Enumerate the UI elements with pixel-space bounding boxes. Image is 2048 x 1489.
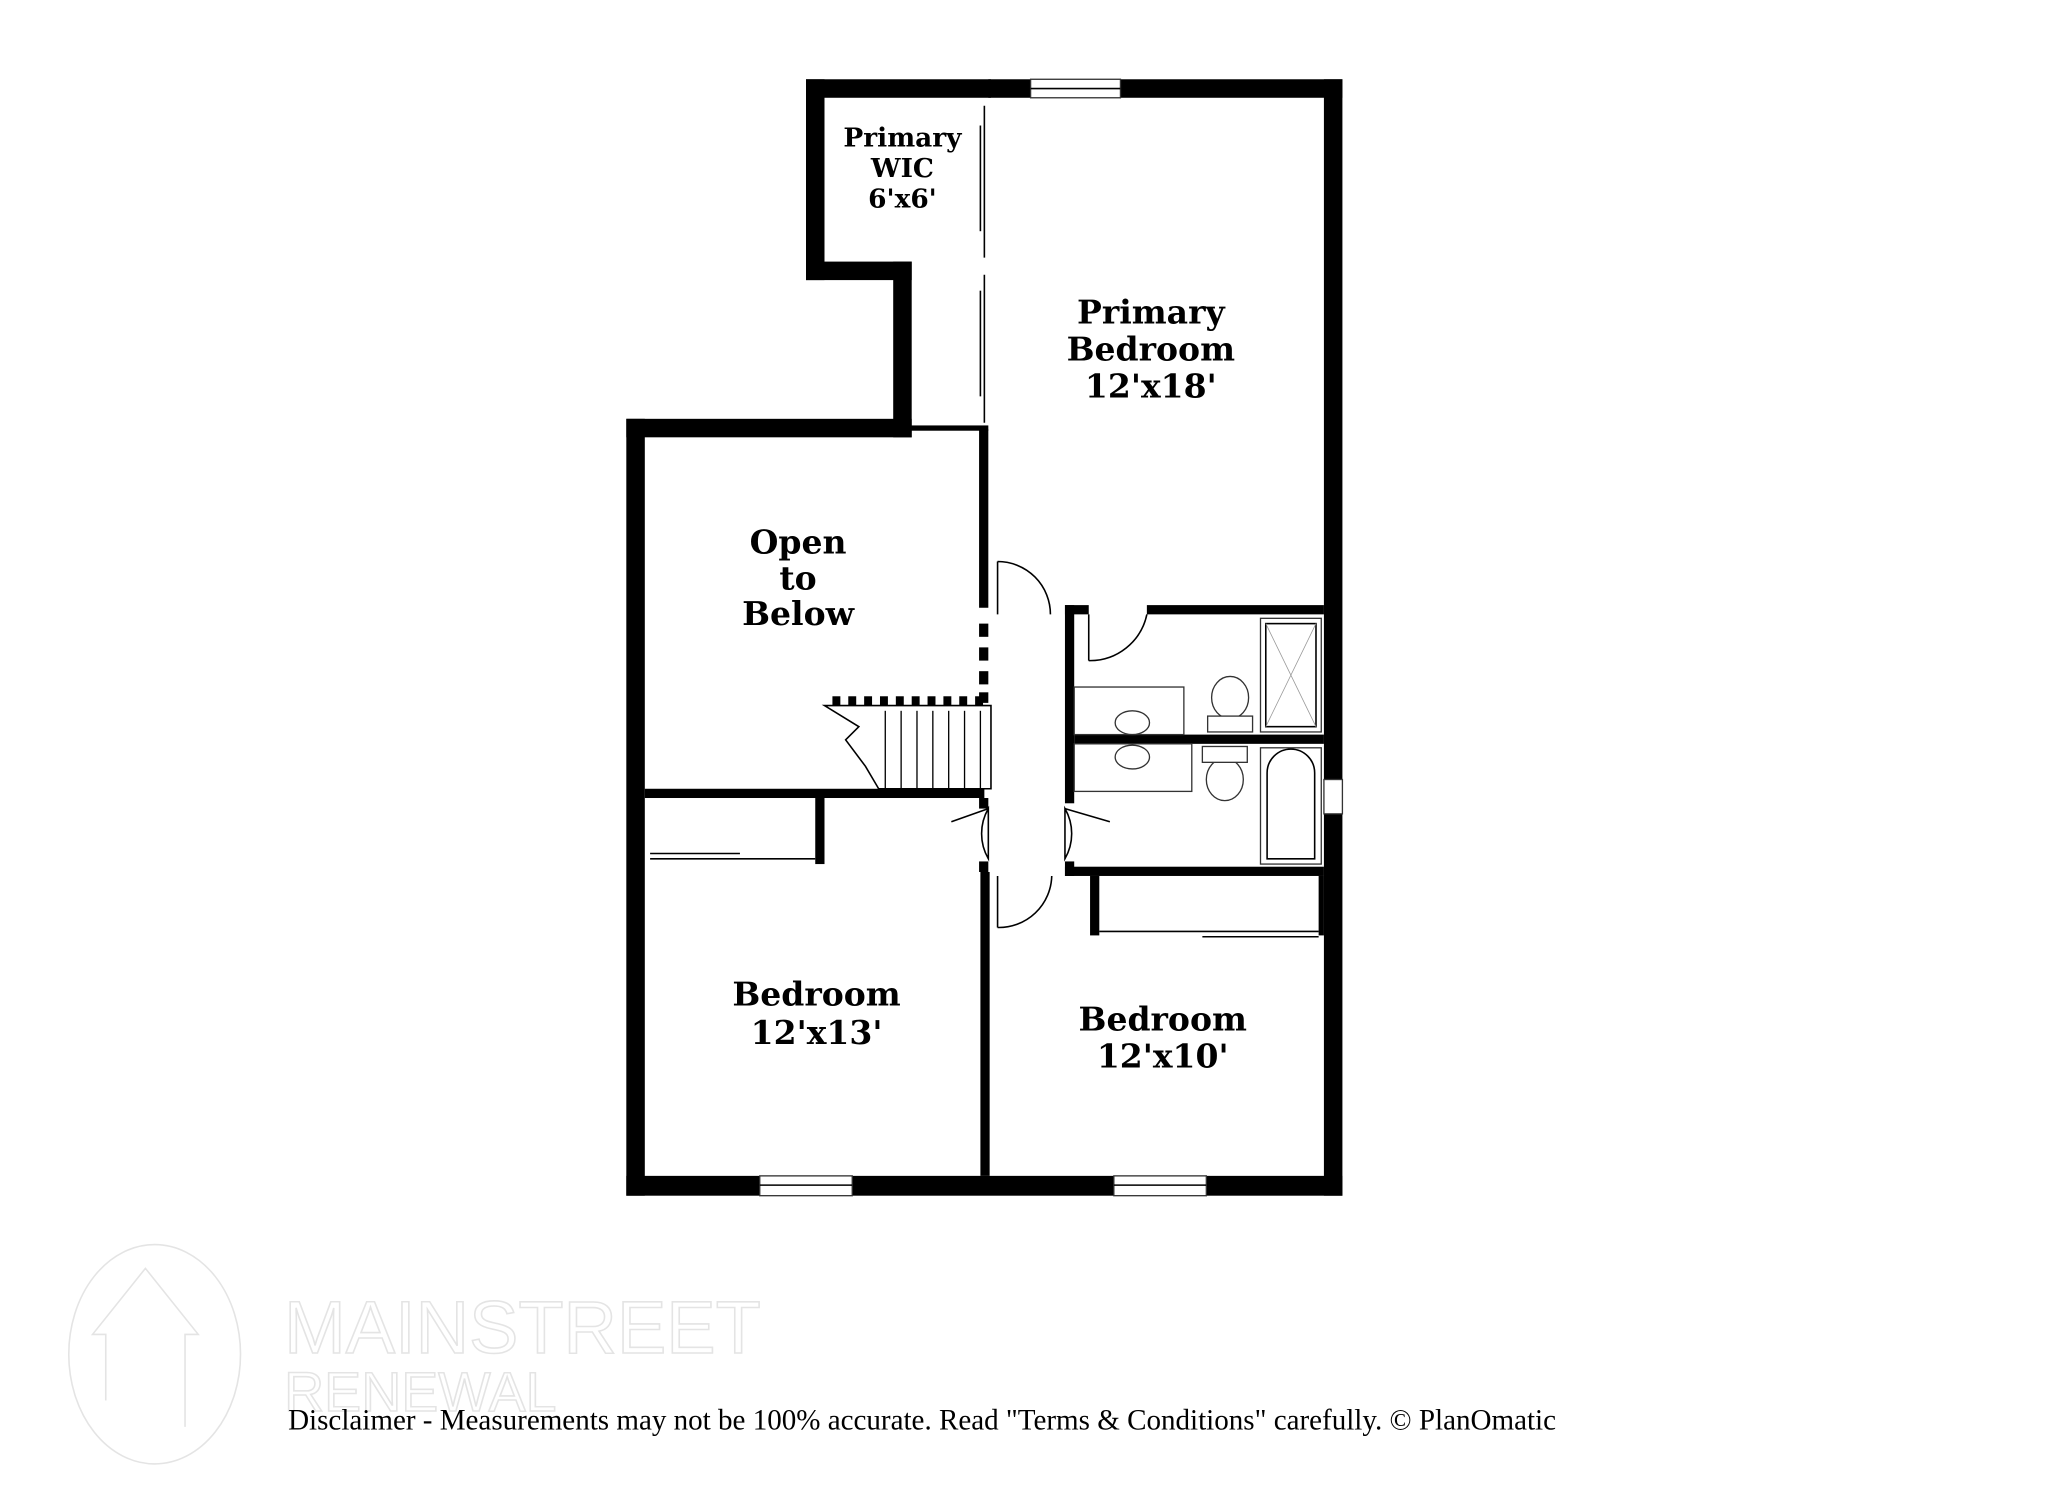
bedroom-2-name: Bedroom <box>732 974 900 1013</box>
wic-name-line2: WIC <box>870 153 934 184</box>
open-line2: to <box>779 558 816 597</box>
room-label-bedroom-3: Bedroom 12'x10' <box>1079 1000 1247 1076</box>
stair-railing-post <box>959 696 968 706</box>
windows <box>759 78 1344 1197</box>
stair-railing-post <box>911 696 920 706</box>
bedroom-2-size: 12'x13' <box>751 1013 883 1052</box>
stair-railing-post <box>943 696 952 706</box>
stair-railing-post <box>864 696 873 706</box>
doors-and-closets <box>650 105 1319 938</box>
room-label-open-to-below: Open to Below <box>742 523 855 633</box>
room-label-bedroom-2: Bedroom 12'x13' <box>732 974 900 1051</box>
stair-railing-post <box>927 696 936 706</box>
room-label-wic: Primary WIC 6'x6' <box>843 123 962 215</box>
watermark-line2: RENEWAL <box>284 1361 556 1423</box>
bath-fixtures <box>1073 617 1322 865</box>
stair-railing-post <box>975 696 984 706</box>
wic-size: 6'x6' <box>868 183 937 214</box>
watermark-line1: MAINSTREET <box>284 1286 761 1369</box>
bedroom-3-size: 12'x10' <box>1097 1037 1229 1076</box>
room-label-primary-bedroom: Primary Bedroom 12'x18' <box>1067 293 1235 406</box>
primary-bedroom-size: 12'x18' <box>1085 367 1217 406</box>
bedroom-3-name: Bedroom <box>1079 1000 1247 1039</box>
stair-railing-post <box>832 696 841 706</box>
disclaimer: Disclaimer - Measurements may not be 100… <box>288 1405 1556 1437</box>
open-line3: Below <box>742 594 855 633</box>
stair-railing-post <box>879 696 888 706</box>
open-line1: Open <box>750 523 847 562</box>
stair-railing-post <box>848 696 857 706</box>
primary-bedroom-line2: Bedroom <box>1067 330 1235 369</box>
watermark-logo: MAINSTREET RENEWAL <box>67 1243 762 1465</box>
stair-railing-post <box>895 696 904 706</box>
primary-bedroom-line1: Primary <box>1077 293 1225 332</box>
stairs <box>821 696 992 790</box>
wic-name-line1: Primary <box>843 123 962 154</box>
